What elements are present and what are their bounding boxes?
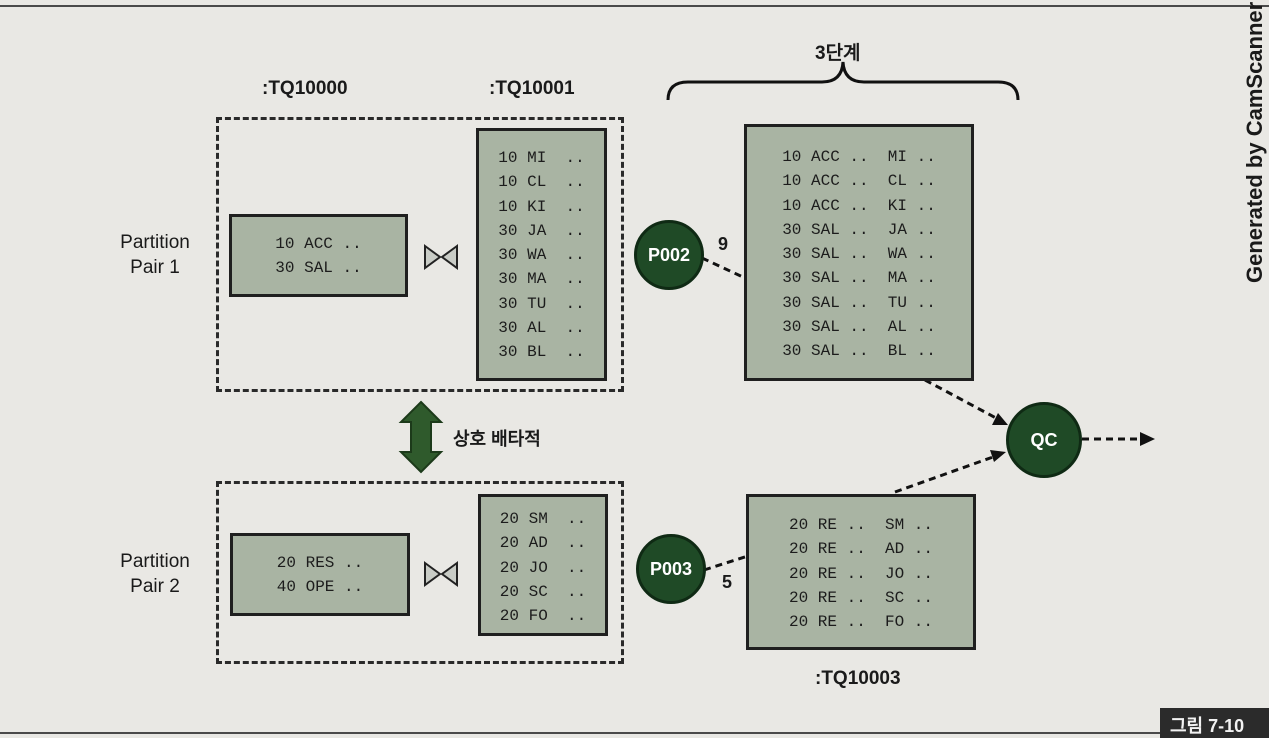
pair1-left-table: 10 ACC .. 30 SAL .. (229, 214, 408, 297)
p003-row-count: 5 (722, 572, 733, 592)
data-row: 10 ACC .. CL .. (782, 172, 936, 191)
data-row: 20 RE .. SC .. (788, 588, 934, 607)
p002-to-qc-arrow (924, 378, 997, 420)
data-row: 30 SAL .. WA .. (782, 245, 936, 264)
data-row: 30 MA .. (498, 270, 585, 289)
pair2-right-table: 20 SM .. 20 AD .. 20 JO .. 20 SC .. 20 F… (478, 494, 608, 636)
p002-node: P002 (634, 220, 704, 290)
p002-to-qc-arrowhead (992, 413, 1008, 425)
double-arrow-icon (398, 400, 444, 474)
data-row: 30 BL .. (498, 343, 585, 362)
qc-node: QC (1006, 402, 1082, 478)
p003-result-table: 20 RE .. SM .. 20 RE .. AD .. 20 RE .. J… (746, 494, 976, 650)
data-row: 10 ACC .. KI .. (782, 196, 936, 215)
data-row: 30 WA .. (498, 246, 585, 265)
tq10003-label: :TQ10003 (815, 668, 901, 689)
p002-result-table: 10 ACC .. MI .. 10 ACC .. CL .. 10 ACC .… (744, 124, 974, 381)
data-row: 20 RE .. AD .. (788, 540, 934, 559)
p002-row-count: 9 (718, 234, 729, 254)
partition-pair-2-line2: Pair 2 (130, 576, 180, 597)
data-row: 30 TU .. (498, 294, 585, 313)
pair2-left-table: 20 RES .. 40 OPE .. (230, 533, 410, 616)
partition-pair-2-line1: Partition (120, 551, 190, 572)
join-icon-pair1 (424, 244, 458, 270)
join-icon-pair2 (424, 561, 458, 587)
data-row: 20 SM .. (499, 510, 587, 528)
data-row: 20 RE .. SM .. (788, 516, 934, 534)
p002-result-rows: 10 ACC .. MI .. 10 ACC .. CL .. 10 ACC .… (747, 145, 971, 364)
data-row: 20 RE .. JO .. (788, 564, 934, 583)
data-row: 20 FO .. (499, 607, 587, 626)
data-row: 20 RE .. FO .. (788, 613, 934, 632)
qc-output-arrowhead (1140, 432, 1155, 446)
data-row: 30 SAL .. (275, 259, 362, 278)
pair1-right-table: 10 MI .. 10 CL .. 10 KI .. 30 JA .. 30 W… (476, 128, 607, 381)
mutual-exclusive-label: 상호 배타적 (453, 429, 541, 449)
partition-pair-2-group (216, 481, 624, 664)
data-row: 20 JO .. (499, 558, 587, 577)
data-row: 30 SAL .. BL .. (782, 342, 936, 361)
data-row: 10 ACC .. (275, 235, 362, 253)
pair2-left-rows: 20 RES .. 40 OPE .. (233, 551, 407, 600)
data-row: 30 JA .. (498, 221, 585, 240)
stage-brace (666, 61, 1020, 101)
p003-result-rows: 20 RE .. SM .. 20 RE .. AD .. 20 RE .. J… (749, 513, 973, 634)
pair1-left-rows: 10 ACC .. 30 SAL .. (232, 232, 405, 281)
tq10001-label: :TQ10001 (489, 78, 575, 99)
data-row: 10 MI .. (498, 149, 585, 167)
data-row: 30 SAL .. MA .. (782, 269, 936, 288)
data-row: 10 CL .. (498, 173, 585, 192)
p003-connector (703, 554, 749, 572)
partition-pair-1-group (216, 117, 624, 392)
pair1-right-rows: 10 MI .. 10 CL .. 10 KI .. 30 JA .. 30 W… (479, 146, 604, 365)
data-row: 20 RES .. (276, 554, 364, 572)
p003-node: P003 (636, 534, 706, 604)
pair2-right-rows: 20 SM .. 20 AD .. 20 JO .. 20 SC .. 20 F… (481, 507, 605, 628)
data-row: 30 SAL .. TU .. (782, 293, 936, 312)
partition-pair-2-label: Partition Pair 2 (100, 549, 210, 599)
p003-to-qc-arrowhead (990, 450, 1006, 462)
data-row: 20 SC .. (499, 582, 587, 601)
data-row: 10 ACC .. MI .. (782, 148, 936, 166)
partition-pair-1-line2: Pair 1 (130, 257, 180, 278)
partition-pair-1-line1: Partition (120, 232, 190, 253)
stage-label: 3단계 (815, 43, 861, 64)
data-row: 10 KI .. (498, 197, 585, 216)
data-row: 30 SAL .. JA .. (782, 220, 936, 239)
data-row: 20 AD .. (499, 534, 587, 553)
p002-connector (701, 256, 746, 280)
data-row: 40 OPE .. (276, 578, 364, 597)
data-row: 30 SAL .. AL .. (782, 318, 936, 337)
partition-pair-1-label: Partition Pair 1 (100, 230, 210, 280)
tq10000-label: :TQ10000 (262, 78, 348, 99)
figure-number-badge: 그림 7-10 (1160, 708, 1269, 738)
p003-to-qc-arrow (894, 455, 994, 494)
camscanner-watermark: Generated by CamScanner (1242, 1, 1267, 283)
data-row: 30 AL .. (498, 319, 585, 338)
